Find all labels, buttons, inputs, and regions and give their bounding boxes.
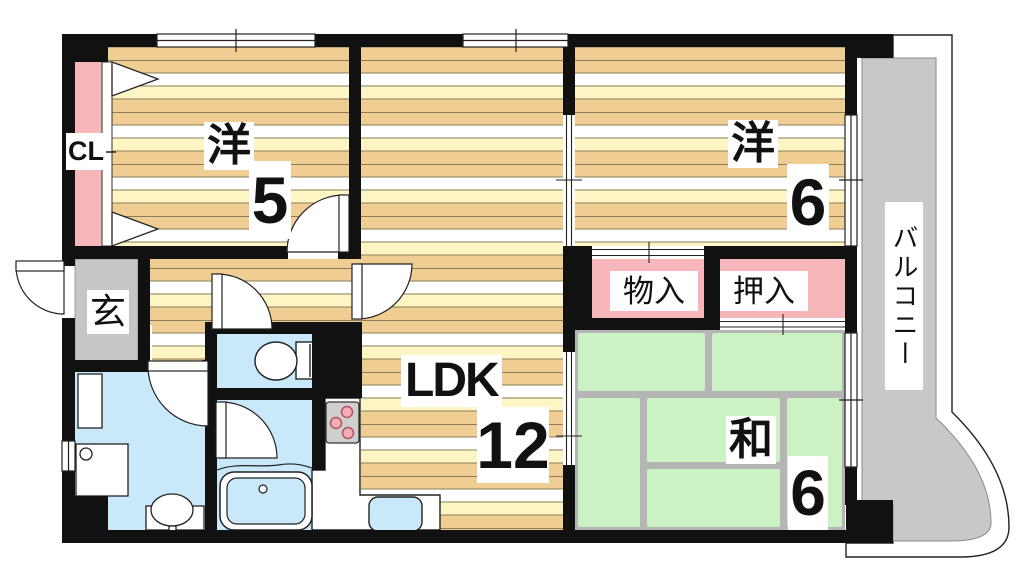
door-toilet bbox=[211, 273, 273, 330]
door-entrance bbox=[15, 260, 65, 315]
window-top-left bbox=[156, 29, 316, 52]
toilet-fixtures bbox=[254, 341, 318, 381]
washer-drain bbox=[79, 447, 93, 461]
entrance-label: 玄 bbox=[87, 290, 129, 334]
bath-fixtures bbox=[216, 463, 313, 531]
western-room5-size: 5 bbox=[249, 161, 291, 239]
sliding-door-storage-front bbox=[592, 242, 704, 263]
balcony-floor bbox=[861, 57, 992, 542]
hallway-floor-2 bbox=[152, 325, 205, 362]
sliding-door-ldk-tatami bbox=[556, 352, 582, 465]
window-balcony-western6 bbox=[839, 114, 863, 247]
window-top-center bbox=[462, 29, 569, 52]
kitchen-sink-icon bbox=[368, 496, 423, 532]
bathtub-inner bbox=[226, 477, 306, 525]
washbasin-icon bbox=[150, 493, 194, 527]
door-washroom bbox=[147, 360, 209, 427]
western-room6-label: 洋 bbox=[728, 120, 778, 168]
balcony-label: バルコニー bbox=[885, 202, 923, 390]
tatami-mat bbox=[578, 398, 640, 527]
ldk-label: LDK bbox=[401, 355, 502, 407]
japanese-room-label: 和 bbox=[726, 416, 776, 464]
ldk-size: 12 bbox=[476, 407, 550, 483]
closet-cl-label: CL bbox=[66, 133, 106, 170]
balcony-area bbox=[845, 34, 1010, 558]
door-western5 bbox=[286, 194, 350, 253]
bathtub-apron-line bbox=[216, 463, 313, 471]
door-bathroom bbox=[215, 401, 278, 459]
door-hall-ldk bbox=[351, 263, 413, 320]
walls bbox=[62, 34, 893, 543]
swing-doors bbox=[15, 194, 413, 459]
sliding-doors bbox=[556, 115, 845, 465]
washroom-fixtures bbox=[75, 373, 205, 539]
cl-bifold-door-top bbox=[111, 61, 160, 97]
western-room5-label: 洋 bbox=[204, 122, 254, 170]
stove-burners bbox=[329, 405, 355, 440]
sliding-door-ldk-western6 bbox=[556, 115, 582, 246]
japanese-room-size: 6 bbox=[788, 456, 828, 530]
oshiire-label: 押入 bbox=[720, 271, 808, 311]
tatami-mat bbox=[578, 333, 705, 391]
storage-cabinet bbox=[77, 373, 103, 429]
toilet-bowl-icon bbox=[254, 341, 298, 381]
bathtub-drain bbox=[258, 484, 268, 494]
tatami-mat bbox=[712, 333, 842, 391]
cl-bifold-door-bottom bbox=[111, 211, 160, 247]
wood-floors bbox=[75, 47, 845, 530]
window-washroom-small bbox=[61, 440, 76, 472]
windows bbox=[61, 29, 863, 472]
window-balcony-tatami bbox=[839, 332, 863, 468]
tatami-mat bbox=[647, 469, 780, 527]
sliding-door-oshiire-front bbox=[720, 314, 845, 335]
storage-label: 物入 bbox=[610, 271, 698, 311]
western-room6-size: 6 bbox=[787, 164, 829, 240]
